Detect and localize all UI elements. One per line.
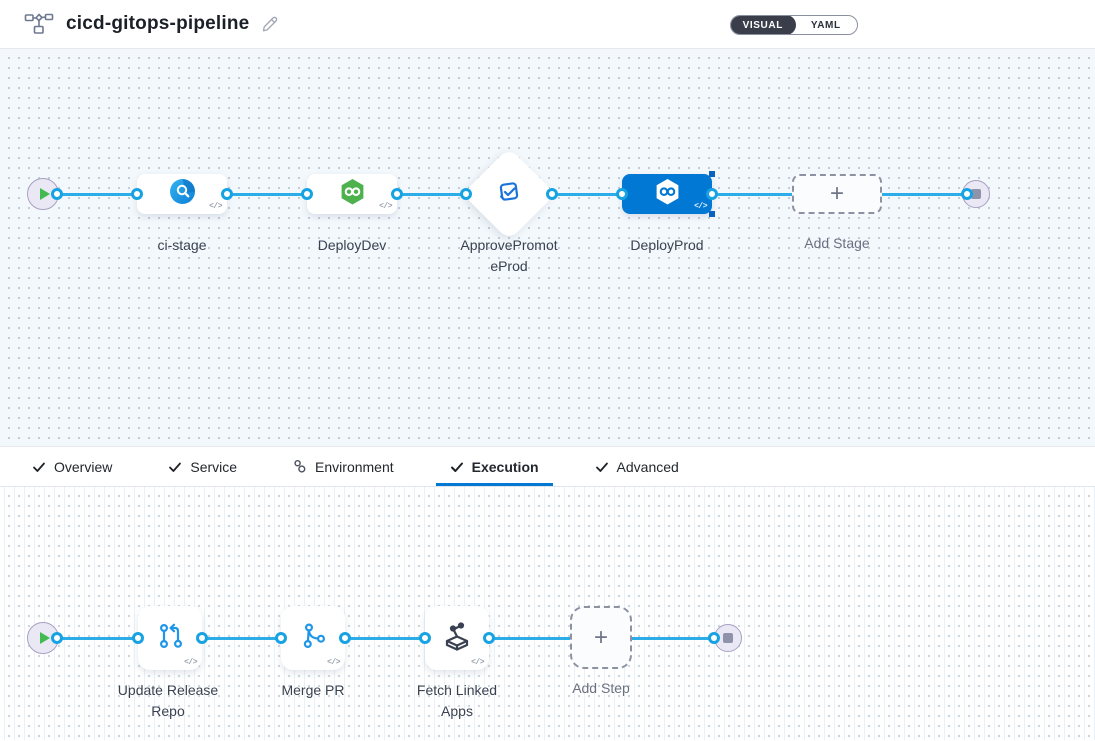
tab-overview[interactable]: Overview: [18, 447, 126, 486]
git-merge-icon: [296, 619, 330, 658]
approval-icon: [493, 176, 525, 213]
code-badge-icon: </>: [209, 202, 222, 211]
check-icon: [168, 460, 182, 474]
tab-execution[interactable]: Execution: [436, 447, 553, 486]
environment-status-icon: [293, 459, 307, 474]
edit-pencil-icon[interactable]: [261, 16, 278, 33]
add-stage-button[interactable]: +: [792, 174, 882, 214]
tab-service[interactable]: Service: [154, 447, 251, 486]
add-stage-label: Add Stage: [767, 233, 907, 254]
cd-deploy-icon-selected: [654, 178, 681, 211]
ci-build-icon: [169, 178, 196, 210]
add-step-label: Add Step: [541, 678, 661, 699]
connector-port[interactable]: [961, 188, 973, 200]
code-badge-icon: </>: [327, 658, 340, 667]
connector-port[interactable]: [419, 632, 431, 644]
connector-port[interactable]: [616, 188, 628, 200]
execution-canvas[interactable]: </> </> </>: [0, 487, 1095, 740]
stage-node-deployprod[interactable]: </>: [622, 174, 712, 214]
check-icon: [32, 460, 46, 474]
step-node-update-release-repo[interactable]: </>: [138, 606, 202, 670]
connector-port[interactable]: [132, 632, 144, 644]
stage-label-line: ApprovePromot: [434, 235, 584, 256]
tab-environment[interactable]: Environment: [279, 447, 408, 486]
stage-node-deploydev[interactable]: </>: [307, 174, 397, 214]
connector-port[interactable]: [708, 632, 720, 644]
git-update-icon: [153, 619, 187, 658]
connector-port[interactable]: [460, 188, 472, 200]
step-label: Fetch Linked Apps: [402, 680, 512, 722]
cd-deploy-icon: [339, 178, 366, 211]
toggle-yaml[interactable]: YAML: [795, 16, 857, 34]
stage-label-line: eProd: [434, 256, 584, 277]
selection-handle: [709, 171, 715, 177]
stage-config-tabs: Overview Service Environment Execution A…: [0, 447, 1095, 487]
check-icon: [595, 460, 609, 474]
fetch-linked-apps-icon: [439, 618, 475, 659]
step-node-fetch-linked-apps[interactable]: </>: [425, 606, 489, 670]
add-step-button[interactable]: +: [570, 606, 632, 669]
tab-label: Service: [190, 459, 237, 475]
tab-label: Environment: [315, 459, 394, 475]
connector-port[interactable]: [275, 632, 287, 644]
connector-port[interactable]: [51, 188, 63, 200]
tab-label: Execution: [472, 459, 539, 475]
tab-label: Advanced: [617, 459, 679, 475]
page-title: cicd-gitops-pipeline: [66, 13, 249, 35]
step-label: Update Release Repo: [103, 680, 233, 722]
connector-port[interactable]: [51, 632, 63, 644]
connector-port[interactable]: [131, 188, 143, 200]
connector-port[interactable]: [546, 188, 558, 200]
stage-label: ci-stage: [112, 235, 252, 256]
selection-handle: [709, 211, 715, 217]
toggle-visual[interactable]: VISUAL: [730, 15, 796, 35]
header: cicd-gitops-pipeline VISUAL YAML: [0, 0, 1095, 49]
stop-icon: [723, 633, 733, 643]
connector-port[interactable]: [391, 188, 403, 200]
connector-port[interactable]: [196, 632, 208, 644]
play-icon: [40, 188, 50, 200]
plus-icon: +: [594, 626, 608, 650]
code-badge-icon: </>: [694, 202, 707, 211]
stage-canvas[interactable]: </> </> </>: [0, 49, 1095, 447]
step-node-merge-pr[interactable]: </>: [281, 606, 345, 670]
pipeline-graph-icon: [24, 12, 54, 36]
stage-label: DeployDev: [282, 235, 422, 256]
plus-icon: +: [830, 182, 844, 206]
connector-port[interactable]: [301, 188, 313, 200]
code-badge-icon: </>: [184, 658, 197, 667]
code-badge-icon: </>: [379, 202, 392, 211]
step-label: Merge PR: [248, 680, 378, 701]
connector-port[interactable]: [221, 188, 233, 200]
stage-node-ci-stage[interactable]: </>: [137, 174, 227, 214]
connector-port[interactable]: [339, 632, 351, 644]
stage-label: DeployProd: [597, 235, 737, 256]
connector-port[interactable]: [483, 632, 495, 644]
tab-label: Overview: [54, 459, 112, 475]
code-badge-icon: </>: [471, 658, 484, 667]
play-icon: [40, 632, 50, 644]
check-icon: [450, 460, 464, 474]
tab-advanced[interactable]: Advanced: [581, 447, 693, 486]
connector-port[interactable]: [706, 188, 718, 200]
stage-label: ApprovePromot eProd: [434, 235, 584, 277]
visual-yaml-toggle[interactable]: VISUAL YAML: [730, 15, 858, 35]
